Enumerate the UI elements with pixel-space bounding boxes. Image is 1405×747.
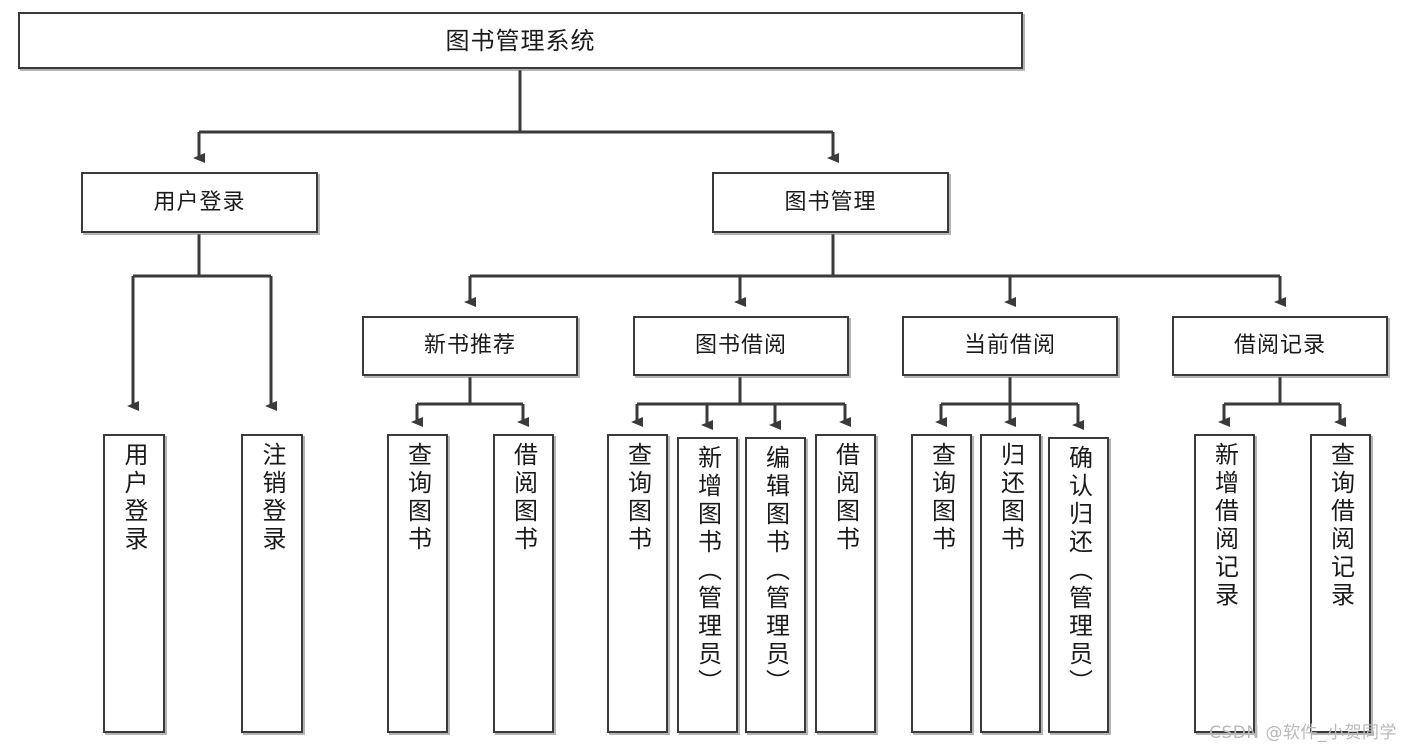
node-user-login[interactable]: 用户登录 [81, 172, 318, 233]
node-label: 图书借阅 [694, 333, 787, 359]
node-label: 查询图书 [623, 442, 652, 554]
node-label: 查询图书 [927, 442, 956, 554]
leaf-new-book-query[interactable]: 查询图书 [387, 434, 448, 733]
node-book-borrow[interactable]: 图书借阅 [633, 316, 849, 376]
node-label: 借阅记录 [1233, 333, 1326, 359]
leaf-borrow-record-query[interactable]: 查询借阅记录 [1310, 434, 1371, 733]
leaf-current-borrow-return[interactable]: 归还图书 [980, 434, 1041, 733]
leaf-book-borrow-add[interactable]: 新增图书（管理员） [677, 437, 738, 733]
leaf-new-book-borrow[interactable]: 借阅图书 [493, 434, 554, 733]
node-label: 用户登录 [153, 189, 246, 215]
node-label: 图书管理 [784, 189, 877, 215]
node-root[interactable]: 图书管理系统 [18, 12, 1023, 69]
node-borrow-record[interactable]: 借阅记录 [1172, 316, 1388, 376]
node-label: 查询图书 [403, 442, 432, 554]
node-label: 编辑图书（管理员） [761, 445, 790, 697]
node-label: 注销登录 [258, 442, 286, 554]
node-label: 借阅图书 [831, 442, 860, 554]
node-book-management[interactable]: 图书管理 [712, 172, 949, 233]
node-label: 当前借阅 [963, 333, 1056, 359]
node-label: 用户登录 [120, 442, 148, 554]
leaf-current-borrow-confirm-return[interactable]: 确认归还（管理员） [1048, 437, 1109, 733]
leaf-current-borrow-query[interactable]: 查询图书 [911, 434, 972, 733]
node-new-book-recommend[interactable]: 新书推荐 [362, 316, 578, 376]
leaf-book-borrow-query[interactable]: 查询图书 [607, 434, 668, 733]
csdn-watermark: CSDN @软件_小贺同学 [1209, 723, 1397, 743]
leaf-user-login-login[interactable]: 用户登录 [103, 434, 165, 733]
node-label: 新书推荐 [423, 333, 516, 359]
node-label: 借阅图书 [509, 442, 538, 554]
leaf-borrow-record-add[interactable]: 新增借阅记录 [1194, 434, 1255, 733]
node-label: 新增借阅记录 [1210, 442, 1239, 610]
leaf-book-borrow-edit[interactable]: 编辑图书（管理员） [745, 437, 806, 733]
node-label: 图书管理系统 [445, 26, 596, 55]
node-label: 确认归还（管理员） [1064, 445, 1093, 697]
node-label: 归还图书 [996, 442, 1025, 554]
node-current-borrow[interactable]: 当前借阅 [902, 316, 1118, 376]
node-label: 查询借阅记录 [1326, 442, 1355, 610]
leaf-user-login-logout[interactable]: 注销登录 [241, 434, 303, 733]
node-label: 新增图书（管理员） [693, 445, 722, 697]
leaf-book-borrow-borrow[interactable]: 借阅图书 [815, 434, 876, 733]
